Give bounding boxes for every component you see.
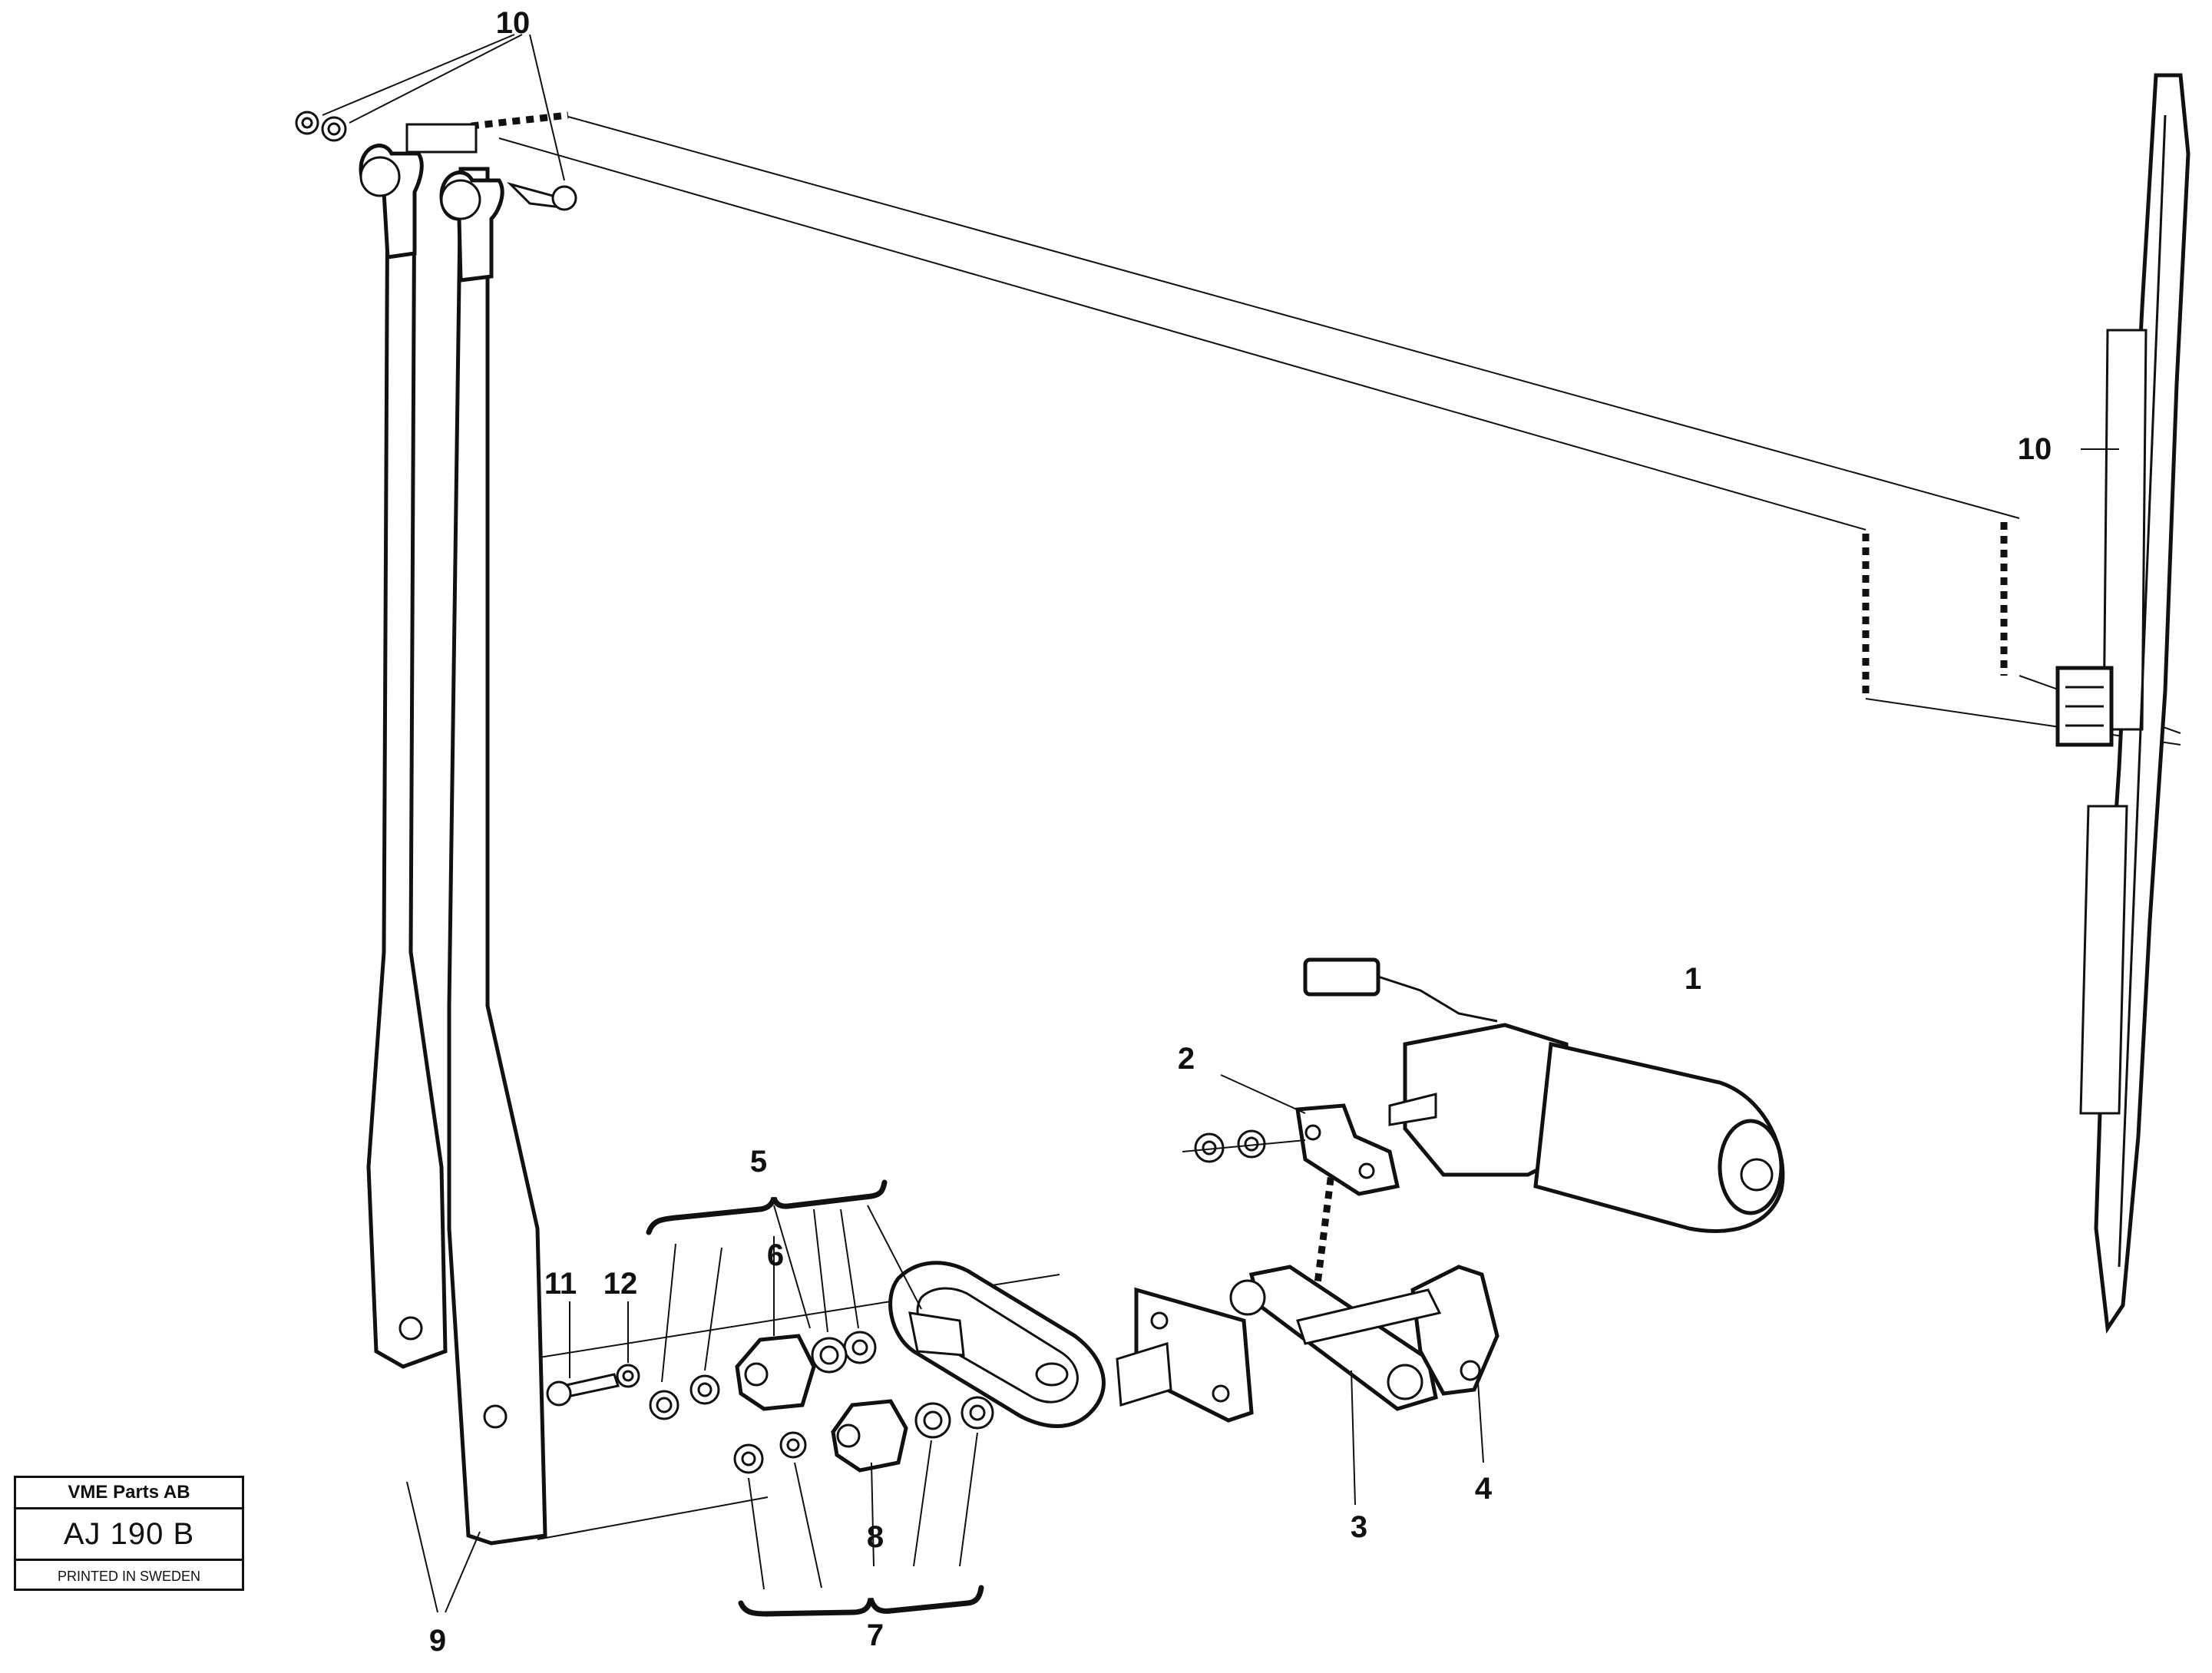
callout-8: 8 — [867, 1520, 884, 1554]
linkage-crank — [1116, 1265, 1438, 1423]
wiper-arm-rear — [359, 144, 448, 1369]
callout-10-top: 10 — [496, 6, 531, 40]
callout-5: 5 — [750, 1145, 767, 1179]
shaft-hardware — [546, 1311, 994, 1474]
bracket-plate — [1182, 1103, 1400, 1196]
callout-7: 7 — [867, 1618, 884, 1652]
callout-4: 4 — [1475, 1472, 1493, 1506]
callout-leaders — [322, 34, 2119, 1613]
callout-6: 6 — [767, 1238, 784, 1272]
stamp-company: VME Parts AB — [16, 1478, 242, 1509]
pin-bracket — [1296, 1265, 1499, 1396]
callout-11: 11 — [544, 1267, 577, 1301]
callout-10-blade: 10 — [2018, 432, 2052, 466]
assembly-lines — [429, 111, 2181, 1540]
brace-5 — [646, 1179, 888, 1235]
wiper-motor — [1303, 957, 1785, 1233]
brace-7 — [738, 1585, 984, 1617]
callout-12: 12 — [603, 1267, 638, 1301]
stamp-drawing-code: AJ 190 B — [16, 1509, 242, 1561]
callout-2: 2 — [1178, 1042, 1195, 1076]
nut-and-washer-top — [295, 111, 577, 211]
gasket-plate — [888, 1261, 1106, 1428]
callout-1: 1 — [1685, 962, 1701, 996]
callout-labels: 10 10 1 2 5 6 11 12 3 4 8 7 9 — [429, 6, 2052, 1658]
stamp-printed-note: PRINTED IN SWEDEN — [57, 1569, 200, 1584]
wiper-blade — [2055, 73, 2191, 1334]
wiper-arm-front — [439, 167, 547, 1546]
callout-3: 3 — [1351, 1510, 1367, 1544]
title-stamp: VME Parts AB AJ 190 B PRINTED IN SWEDEN — [14, 1476, 244, 1591]
callout-9: 9 — [429, 1624, 446, 1658]
